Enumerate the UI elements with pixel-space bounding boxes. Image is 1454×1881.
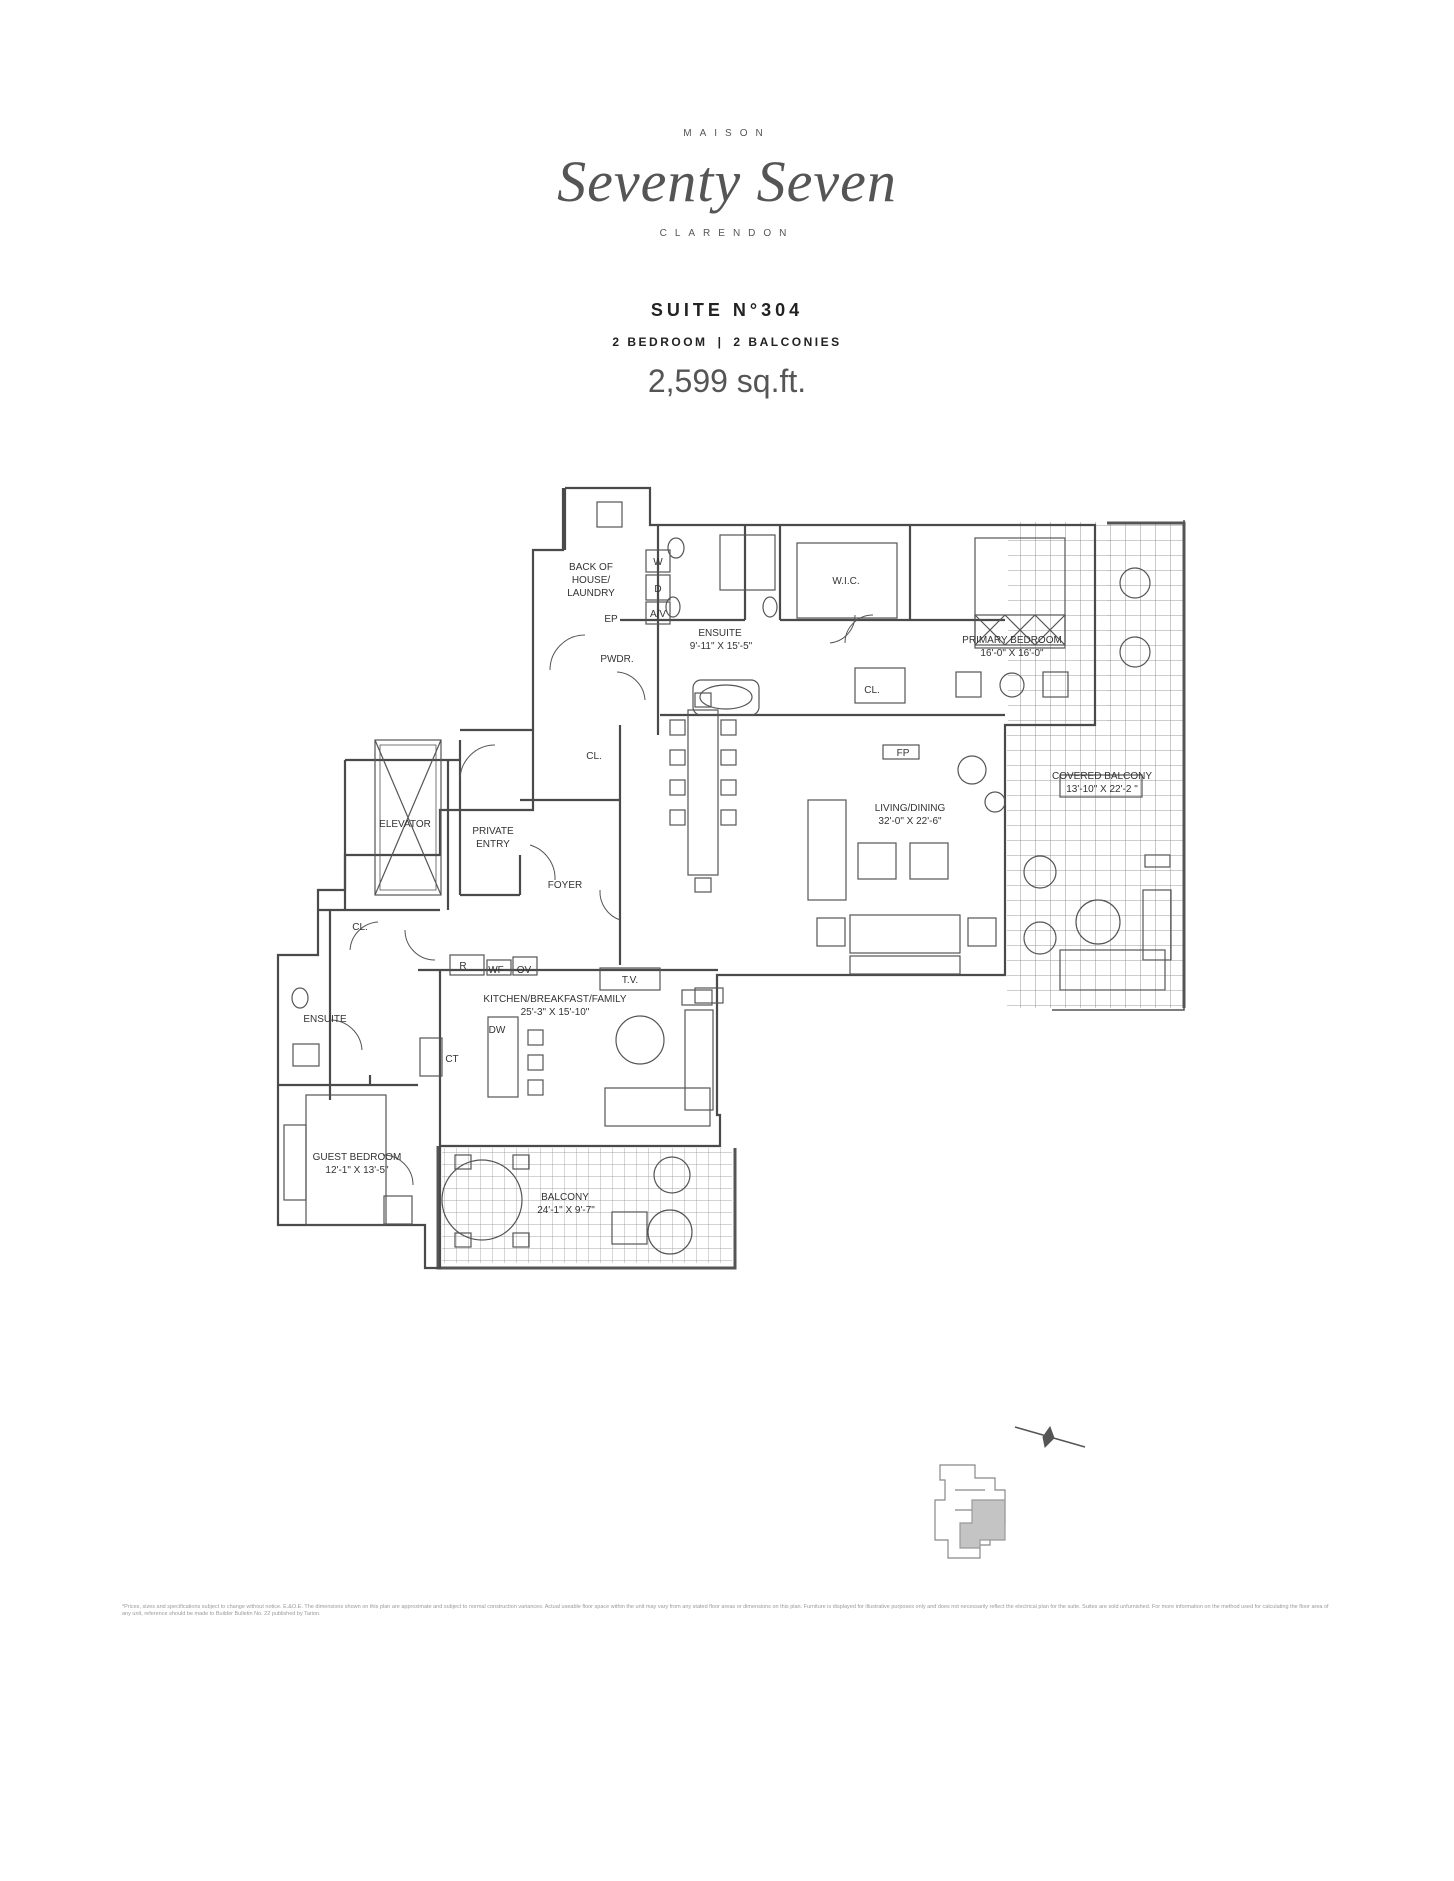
label-ensuite-guest: ENSUITE (303, 1014, 347, 1025)
label-tv: T.V. (622, 975, 638, 986)
label-guest-bedroom: GUEST BEDROOM (313, 1152, 402, 1163)
room-labels: BACK OF HOUSE/ LAUNDRY W D A/V EP PWDR. … (303, 557, 1152, 1216)
label-back-of-house-2: HOUSE/ (572, 575, 611, 586)
label-ensuite-primary-dim: 9'-11" X 15'-5" (690, 641, 753, 652)
suite-subtitle: 2 BEDROOM | 2 BALCONIES (0, 335, 1454, 349)
label-balcony-dim: 24'-1" X 9'-7" (537, 1205, 595, 1216)
subtitle-separator: | (717, 335, 724, 349)
label-dishwasher: DW (489, 1025, 506, 1036)
label-cooktop: CT (445, 1054, 458, 1065)
label-back-of-house-3: LAUNDRY (567, 588, 615, 599)
label-ensuite-primary: ENSUITE (698, 628, 742, 639)
label-foyer: FOYER (548, 880, 582, 891)
label-private-entry-1: PRIVATE (472, 826, 514, 837)
label-living-dining-dim: 32'-0" X 22'-6" (878, 816, 942, 827)
balcony-count: 2 BALCONIES (733, 335, 842, 349)
disclaimer-text: *Prices, sizes and specifications subjec… (122, 1604, 1329, 1617)
label-back-of-house-1: BACK OF (569, 562, 613, 573)
label-private-entry-2: ENTRY (476, 839, 510, 850)
label-covered-balcony: COVERED BALCONY (1052, 771, 1152, 782)
key-plan (934, 1464, 1006, 1559)
label-covered-balcony-dim: 13'-10" X 22'-2 " (1066, 784, 1138, 795)
label-cl-primary: CL. (864, 685, 880, 696)
label-dryer: D (654, 584, 661, 595)
suite-title: SUITE N°304 (650, 300, 804, 320)
label-elevator: ELEVATOR (379, 819, 431, 830)
label-wine-fridge: WF (488, 965, 504, 976)
label-balcony: BALCONY (541, 1192, 589, 1203)
label-primary-bedroom-dim: 16'-0" X 16'-0" (980, 648, 1044, 659)
label-cl-guest: CL. (352, 922, 368, 933)
brand-bottom: CLARENDON (659, 228, 795, 239)
door-swings (329, 614, 874, 1186)
label-fp: FP (897, 748, 910, 759)
label-ep: EP (604, 614, 618, 625)
brand-logo: Seventy Seven (557, 149, 897, 214)
label-oven: OV (517, 965, 532, 976)
label-kitchen-dim: 25'-3" X 15'-10" (521, 1007, 590, 1018)
label-fridge: R (459, 961, 466, 972)
covered-balcony-area (1007, 520, 1186, 1011)
label-kitchen: KITCHEN/BREAKFAST/FAMILY (483, 994, 627, 1005)
bedroom-count: 2 BEDROOM (612, 335, 708, 349)
label-primary-bedroom: PRIMARY BEDROOM (962, 635, 1062, 646)
north-arrow-icon (1014, 1425, 1086, 1449)
label-cl-hall: CL. (586, 751, 602, 762)
label-living-dining: LIVING/DINING (875, 803, 946, 814)
label-av: A/V (650, 609, 666, 620)
brand-top: MAISON (683, 128, 771, 139)
suite-area: 2,599 sq.ft. (647, 363, 807, 399)
label-washer: W (653, 557, 663, 568)
label-wic: W.I.C. (832, 576, 859, 587)
balcony-area (436, 1146, 737, 1270)
label-guest-bedroom-dim: 12'-1" X 13'-5" (325, 1165, 389, 1176)
room-details (283, 501, 1172, 1255)
label-pwdr: PWDR. (600, 654, 633, 665)
